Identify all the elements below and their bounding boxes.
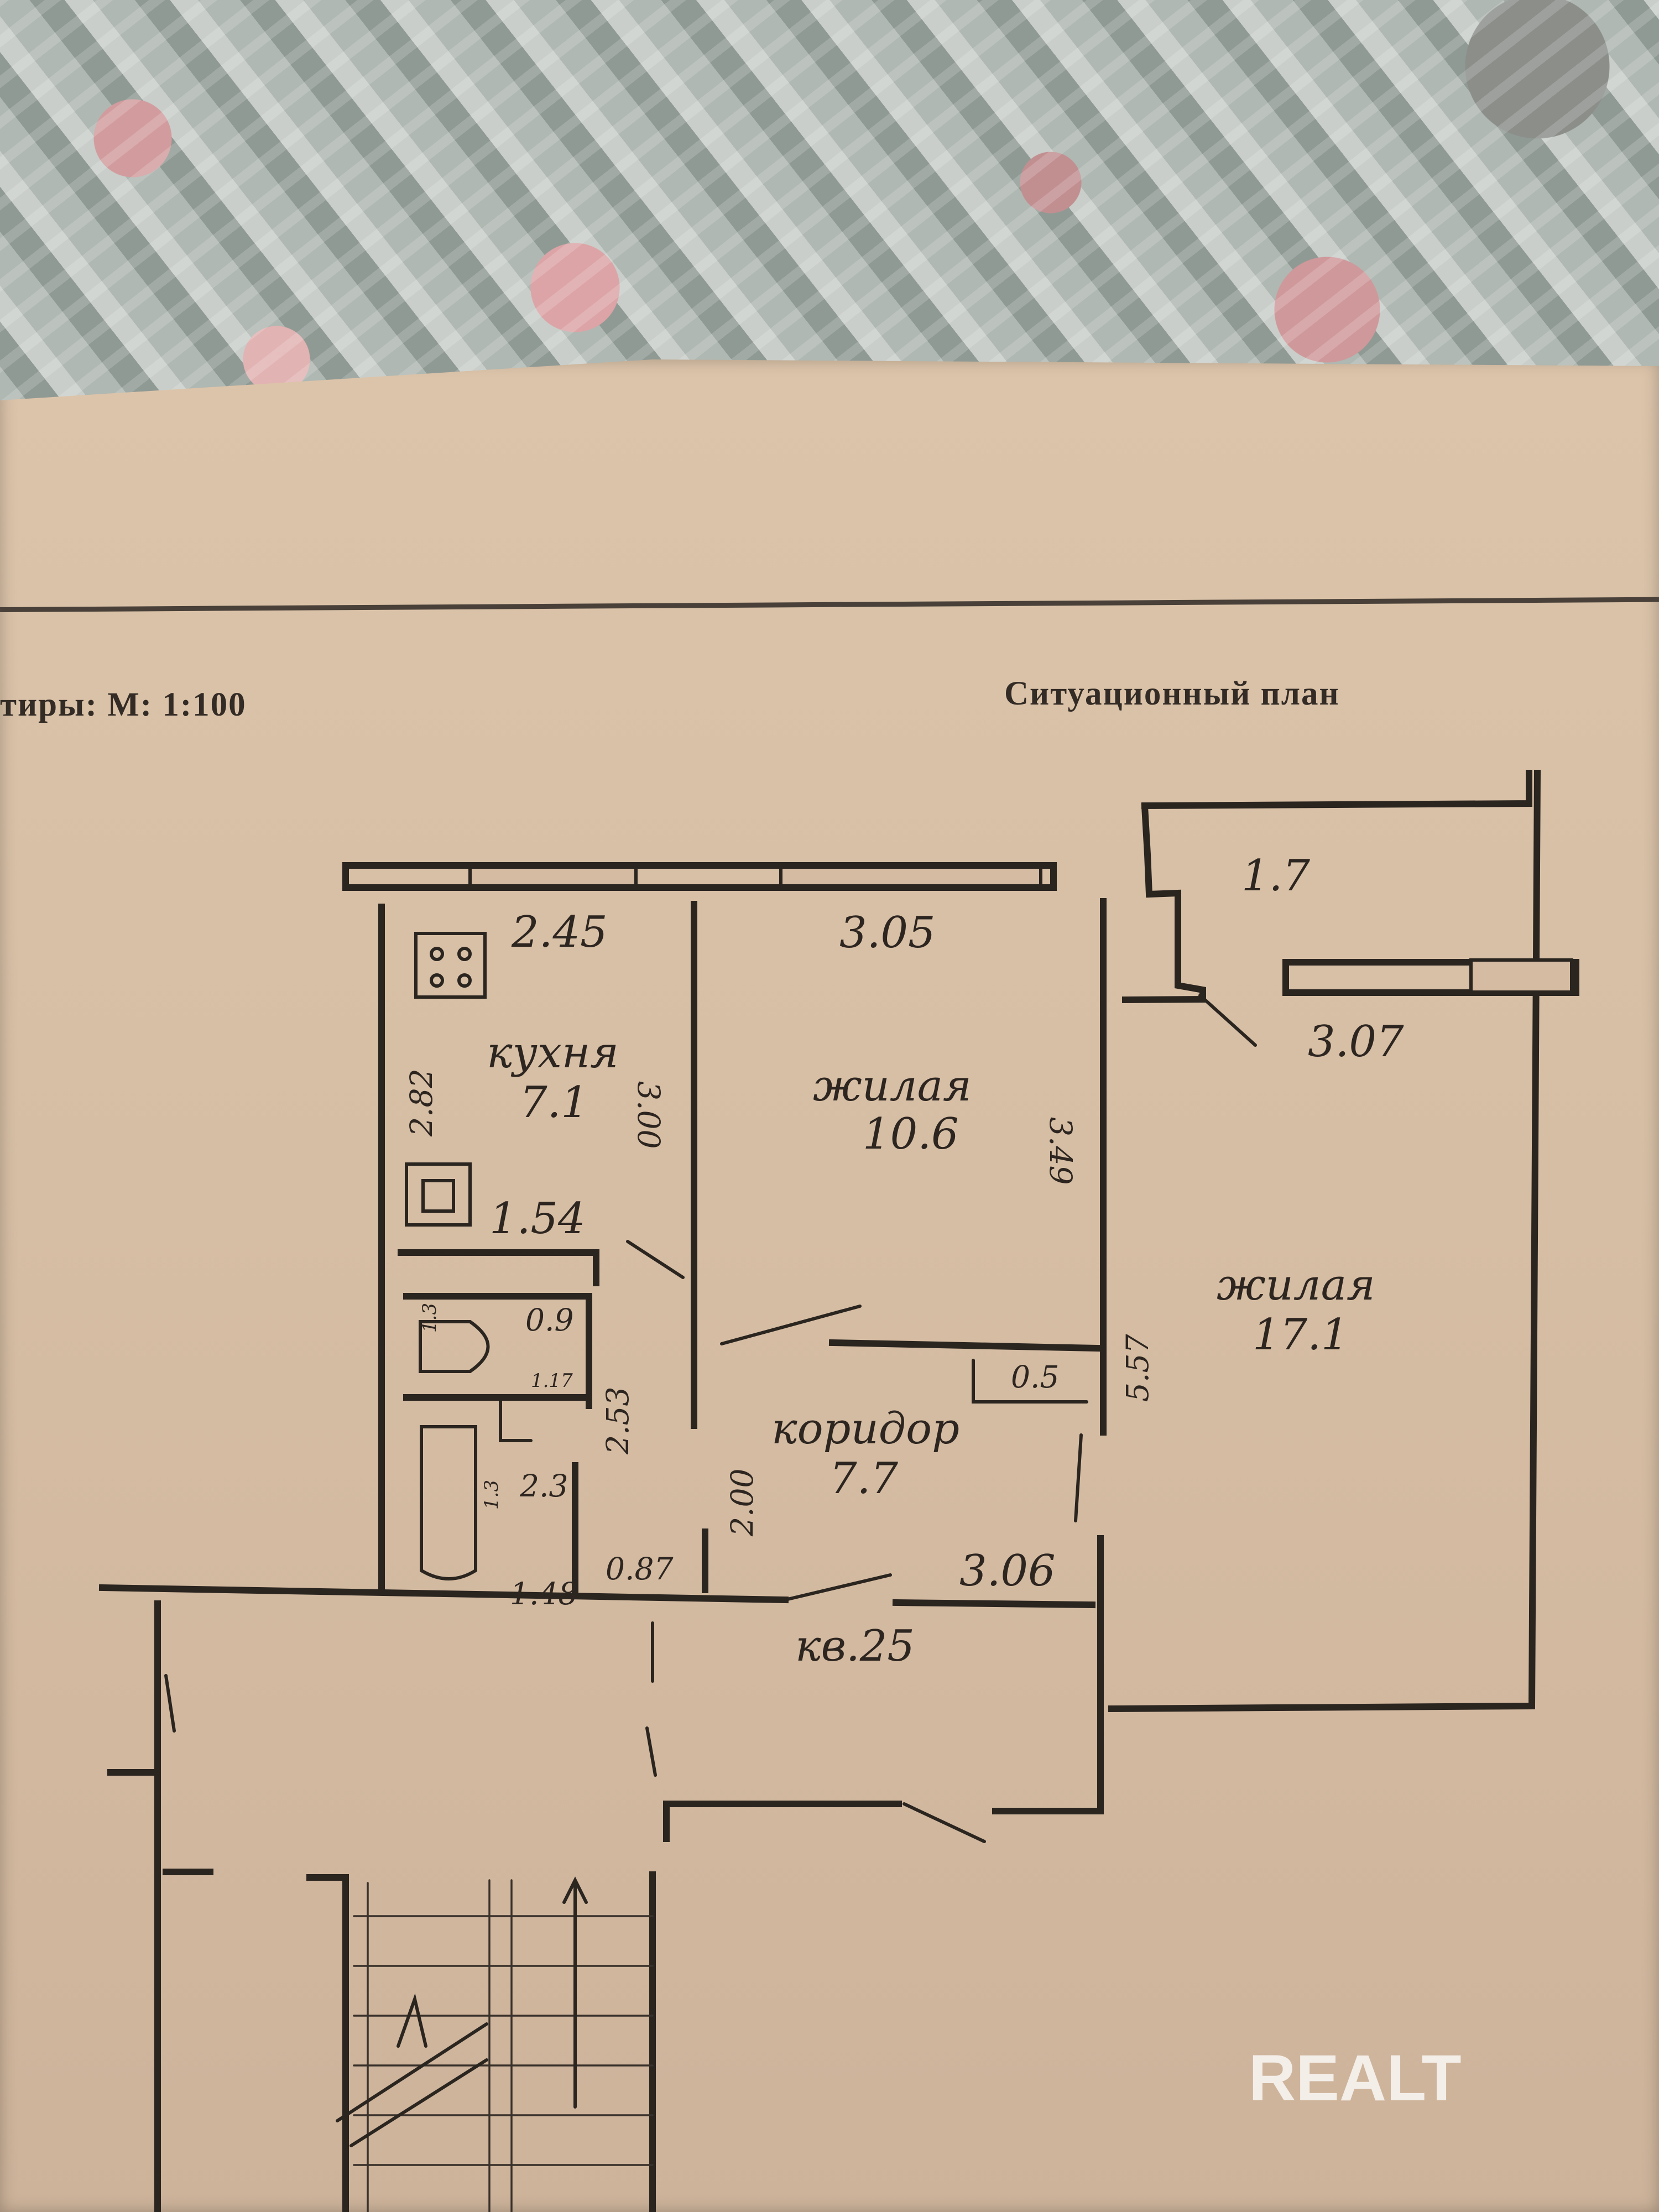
living-area: 17.1 bbox=[1253, 1310, 1349, 1360]
toilet-divider bbox=[403, 1293, 592, 1409]
watermark-text: REALT bbox=[1249, 2042, 1462, 2112]
dim-living-depth: 3.49 bbox=[1043, 1117, 1078, 1185]
bathroom-top-wall bbox=[398, 1249, 599, 1286]
balcony-wall bbox=[1121, 802, 1206, 1004]
window-kitchen bbox=[468, 865, 638, 888]
cabinet-area: 0.5 bbox=[1011, 1359, 1060, 1395]
dim-bath-height: 2.53 bbox=[600, 1386, 635, 1454]
window-bedroom bbox=[779, 865, 1042, 888]
bathtub-icon bbox=[420, 1425, 477, 1580]
dim-bath-side: 1.3 bbox=[481, 1479, 503, 1510]
corridor-name: коридор bbox=[771, 1404, 960, 1454]
dim-bedroom-width: 3.05 bbox=[839, 908, 936, 958]
realt-watermark-logo: REALT bbox=[1249, 2042, 1462, 2112]
bedroom-bottom-wall bbox=[828, 1339, 1102, 1352]
stove-icon bbox=[414, 932, 487, 999]
dim-corridor-entry: 0.87 bbox=[606, 1551, 674, 1587]
window-living bbox=[1469, 958, 1573, 994]
balcony-area: 1.7 bbox=[1241, 851, 1311, 901]
kitchen-area: 7.1 bbox=[520, 1078, 589, 1128]
hall-left-wall bbox=[154, 1600, 656, 2212]
dim-corridor-width: 3.06 bbox=[959, 1546, 1056, 1596]
toilet-area: 0.9 bbox=[525, 1302, 574, 1338]
dim-balcony-width: 3.07 bbox=[1308, 1017, 1404, 1067]
dim-kitchen-height: 2.82 bbox=[404, 1068, 439, 1136]
corridor-area: 7.7 bbox=[830, 1454, 899, 1504]
apartment-number: кв.25 bbox=[795, 1621, 915, 1671]
dim-small-left: 1.3 bbox=[419, 1302, 441, 1333]
bath-area: 2.3 bbox=[520, 1468, 568, 1504]
stair-lines bbox=[336, 1876, 654, 2212]
balcony-top bbox=[1141, 770, 1532, 810]
dim-toilet-width: 1.17 bbox=[531, 1370, 573, 1392]
cabinet-outline bbox=[972, 1359, 1088, 1404]
toilet-icon bbox=[419, 1320, 490, 1373]
hall-door-swing bbox=[902, 1802, 986, 1843]
living-door-swing bbox=[1074, 1433, 1083, 1522]
situation-plan-title: Ситуационный план bbox=[1004, 675, 1340, 712]
living-name: жилая bbox=[1217, 1260, 1375, 1310]
bedroom-door-swing bbox=[720, 1305, 862, 1345]
dim-living-height: 5.57 bbox=[1120, 1334, 1155, 1402]
dim-kitchen-lower: 1.54 bbox=[489, 1194, 586, 1244]
sink-icon bbox=[405, 1162, 472, 1227]
lower-boundary-wall bbox=[98, 1535, 1104, 1842]
dim-kitchen-width: 2.45 bbox=[512, 907, 608, 957]
bedroom-area: 10.6 bbox=[863, 1109, 959, 1159]
kitchen-name: кухня bbox=[487, 1028, 619, 1078]
fabric-background bbox=[0, 0, 1659, 420]
dim-bath-width: 1.48 bbox=[510, 1576, 578, 1611]
entry-door-swing bbox=[784, 1573, 892, 1601]
dim-corridor-height: 2.00 bbox=[724, 1468, 760, 1536]
balcony-door-swing bbox=[1198, 994, 1257, 1047]
scale-label: тиры: М: 1:100 bbox=[0, 686, 247, 723]
paper-sheet bbox=[0, 359, 1659, 2212]
bedroom-name: жилая bbox=[813, 1061, 972, 1111]
kitchen-door-swing bbox=[626, 1240, 685, 1279]
dim-bedroom-height: 3.00 bbox=[631, 1081, 666, 1149]
right-outer-wall bbox=[1108, 769, 1541, 1713]
